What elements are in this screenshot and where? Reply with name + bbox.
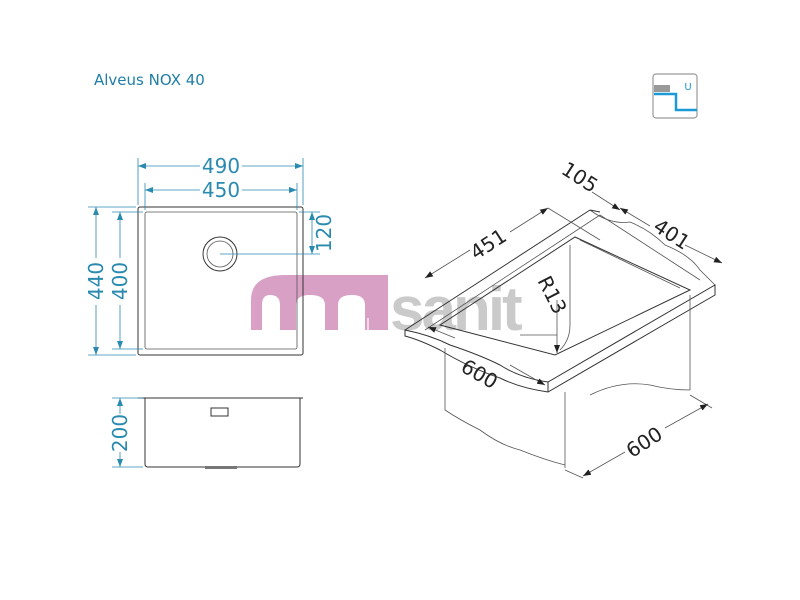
dim-radius: R13: [533, 272, 572, 318]
dim-height-inner: 400: [108, 262, 132, 300]
dim-iso-width: 451: [466, 224, 511, 265]
dim-cabinet-front: 600: [457, 354, 502, 394]
siphon-type-label: U: [684, 82, 691, 93]
dim-width-outer: 490: [202, 154, 240, 178]
dim-width-inner: 450: [202, 178, 240, 202]
watermark-text: sanit: [390, 275, 522, 344]
watermark-logo: sanit: [251, 275, 525, 344]
sink-isometric-view: 451 105 401 R13 600 600: [404, 157, 723, 479]
u-siphon-icon: U: [652, 73, 698, 119]
dim-drain-offset: 120: [312, 214, 336, 252]
sink-side-view: 200: [108, 397, 303, 469]
dim-iso-back: 105: [557, 157, 602, 198]
dim-height-outer: 440: [84, 262, 108, 300]
top-view-dimensions: 490 450 440 400 120: [84, 154, 336, 356]
product-title: Alveus NOX 40: [94, 71, 205, 89]
dim-iso-depth: 401: [649, 214, 694, 255]
dim-cabinet-side: 600: [622, 422, 667, 463]
dim-depth: 200: [108, 414, 132, 452]
